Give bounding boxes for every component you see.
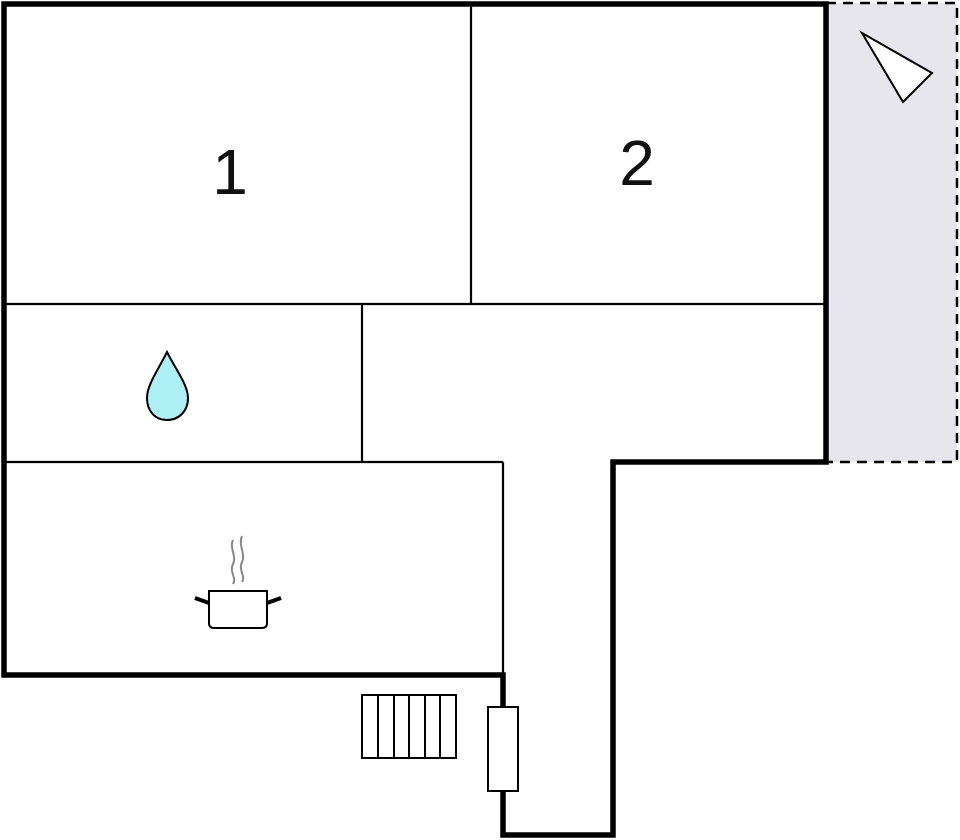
- water-drop-icon: [145, 349, 190, 422]
- radiator-icon: [361, 694, 457, 759]
- exterior-walls: [1, 1, 829, 838]
- interior-walls: [4, 4, 826, 675]
- room-2-label: 2: [619, 127, 655, 199]
- cooking-pot-icon: [194, 535, 282, 629]
- door-icon: [487, 706, 519, 792]
- room-1-label: 1: [212, 136, 248, 208]
- sun-lounger-icon: [859, 30, 934, 104]
